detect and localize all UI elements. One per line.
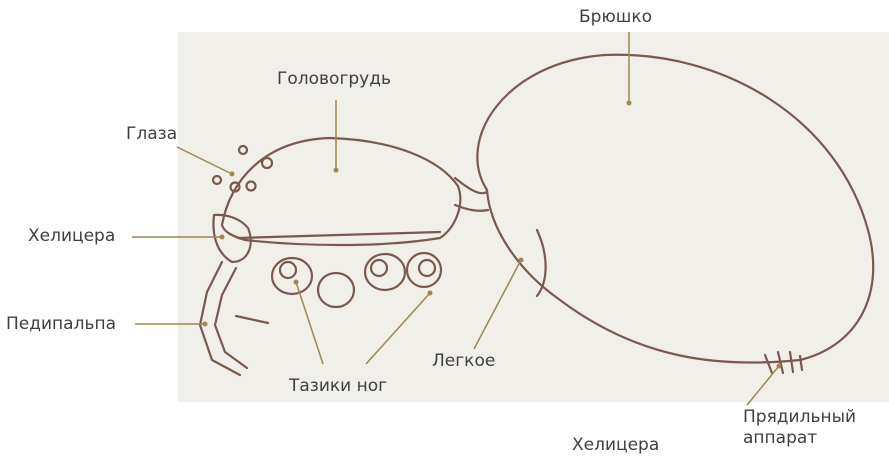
leader-dot (428, 291, 433, 296)
label-bryushko: Брюшко (579, 9, 652, 26)
leader-dot (777, 364, 782, 369)
leader-dot (230, 172, 235, 177)
label-pedipalpa: Педипальпа (6, 316, 116, 333)
leader-dot (627, 101, 632, 106)
label-tazik: Тазики ног (289, 378, 387, 395)
label-pryadilny: Прядильный аппарат (743, 407, 856, 450)
label-helicera-bottom: Хелицера (572, 437, 659, 454)
label-glaza: Глаза (126, 126, 177, 143)
label-legkoe: Легкое (432, 353, 495, 370)
leader-dot (203, 322, 208, 327)
leader-dot (220, 235, 225, 240)
label-pryadilny-line2: аппарат (743, 428, 856, 449)
leader-dot (294, 280, 299, 285)
leader-dot (334, 168, 339, 173)
leader-dot (519, 258, 524, 263)
label-pryadilny-line1: Прядильный (743, 407, 856, 428)
label-helicera: Хелицера (28, 228, 115, 245)
label-golovogrud: Головогрудь (277, 71, 391, 88)
